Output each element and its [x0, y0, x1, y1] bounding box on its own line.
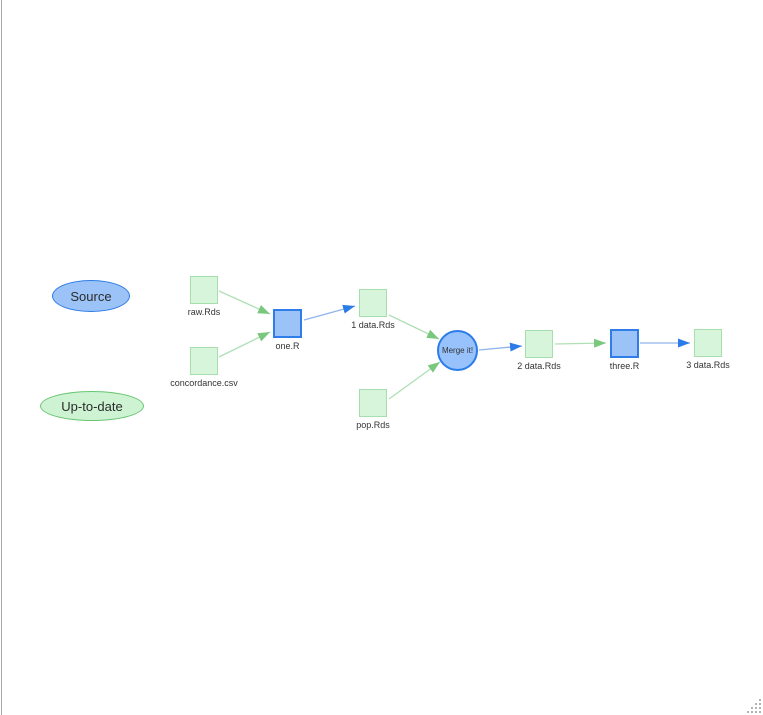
node-shape: [694, 329, 722, 357]
node-label: raw.Rds: [187, 307, 221, 317]
node-3-data-rds[interactable]: 3 data.Rds: [686, 329, 730, 370]
node-shape: [359, 289, 387, 317]
node-label: pop.Rds: [356, 420, 390, 430]
node-label: one.R: [275, 341, 300, 351]
widget-left-border: [1, 0, 2, 715]
node-shape: [190, 276, 218, 304]
node-label: 1 data.Rds: [351, 320, 395, 330]
edge-1-data-rds-to-merge-it: [388, 314, 440, 340]
edge-concordance-csv-to-one-r: [218, 331, 271, 358]
node-pop-rds[interactable]: pop.Rds: [356, 389, 390, 430]
edge-merge-it-to-2-data-rds: [478, 342, 523, 352]
node-shape: [525, 330, 553, 358]
legend-up-to-date-label: Up-to-date: [61, 398, 123, 414]
node-raw-rds[interactable]: raw.Rds: [188, 276, 220, 317]
legend-item-up-to-date: Up-to-date: [40, 391, 144, 421]
node-label: concordance.csv: [170, 378, 238, 388]
node-shape: Merge it!: [437, 330, 478, 371]
legend-source-label: Source: [70, 288, 112, 304]
node-shape: [190, 347, 218, 375]
node-one-r[interactable]: one.R: [273, 309, 302, 351]
node-label: 2 data.Rds: [517, 361, 561, 371]
edge-2-data-rds-to-three-r: [554, 338, 607, 348]
node-concordance-csv[interactable]: concordance.csv: [170, 347, 238, 388]
node-2-data-rds[interactable]: 2 data.Rds: [517, 330, 561, 371]
node-three-r[interactable]: three.R: [610, 329, 639, 371]
node-merge-it[interactable]: Merge it!: [437, 330, 478, 371]
edge-one-r-to-1-data-rds: [303, 304, 356, 321]
node-shape: [359, 389, 387, 417]
node-shape: [273, 309, 302, 338]
node-shape: [610, 329, 639, 358]
node-label: three.R: [609, 361, 640, 371]
edge-raw-rds-to-one-r: [218, 290, 271, 315]
node-1-data-rds[interactable]: 1 data.Rds: [351, 289, 395, 330]
node-label: 3 data.Rds: [686, 360, 730, 370]
node-label: Merge it!: [441, 346, 474, 355]
legend-item-source: Source: [52, 280, 130, 312]
edge-pop-rds-to-merge-it: [388, 361, 441, 400]
